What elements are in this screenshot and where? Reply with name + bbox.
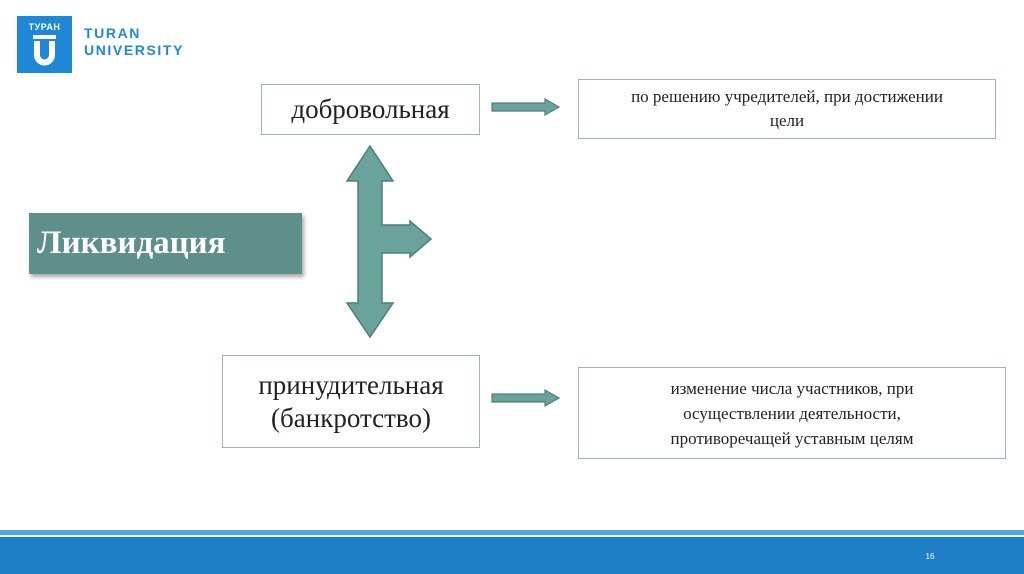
forced-label-line1: принудительная <box>258 369 444 400</box>
voluntary-desc-line2: цели <box>769 111 805 130</box>
logo-line-university: UNIVERSITY <box>84 42 185 58</box>
forced-label-line2: (банкротство) <box>271 402 431 433</box>
university-logo: ТУРАН <box>17 16 72 73</box>
voluntary-label: добровольная <box>291 94 450 124</box>
page-number: 16 <box>925 552 935 561</box>
branch-arrow <box>345 144 433 339</box>
forced-desc-line1: изменение числа участников, при <box>670 378 914 398</box>
voluntary-description-box: по решению учредителей, при достижении ц… <box>578 79 996 139</box>
forced-desc-line3: противоречащей уставным целям <box>670 428 914 448</box>
logo-emblem-icon <box>33 35 56 66</box>
logo-top-text: ТУРАН <box>28 22 61 32</box>
voluntary-box: добровольная <box>261 84 480 135</box>
forced-desc-line2: осуществлении деятельности, <box>683 403 901 423</box>
footer-accent-line <box>0 530 1024 535</box>
logo-line-turan: TURAN <box>84 25 141 41</box>
arrow-voluntary-right <box>491 97 561 117</box>
forced-description-box: изменение числа участников, при осуществ… <box>578 367 1006 459</box>
forced-box: принудительная (банкротство) <box>222 355 480 448</box>
liquidation-box: Ликвидация <box>29 213 302 274</box>
arrow-forced-right <box>491 388 561 408</box>
voluntary-desc-line1: по решению учредителей, при достижении <box>631 87 943 106</box>
footer-bar <box>0 537 1024 574</box>
logo-wordmark: TURAN UNIVERSITY <box>84 25 184 59</box>
